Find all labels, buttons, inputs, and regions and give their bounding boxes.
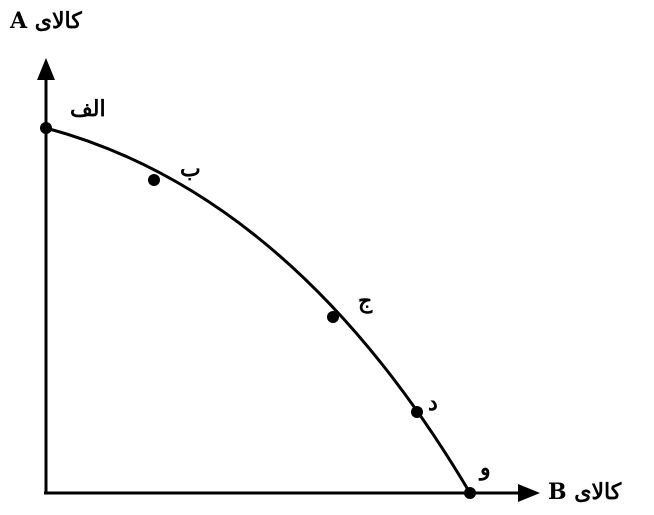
point-label-jim: ج (358, 288, 373, 314)
point-vav-dot (464, 487, 476, 499)
point-alef-dot (40, 122, 52, 134)
point-label-alef: الف (70, 96, 106, 122)
x-axis-arrowhead (518, 484, 540, 502)
point-label-dal: د (428, 390, 438, 416)
point-label-be: ب (180, 156, 201, 182)
point-label-vav: و (480, 455, 491, 481)
y-axis-label: کالای A (10, 8, 82, 34)
point-dal-dot (411, 406, 423, 418)
ppf-curve (45, 126, 472, 494)
point-jim-dot (327, 311, 339, 323)
y-axis-arrowhead (37, 58, 55, 80)
x-axis-label: کالای B (548, 479, 622, 505)
point-be-dot (148, 174, 160, 186)
